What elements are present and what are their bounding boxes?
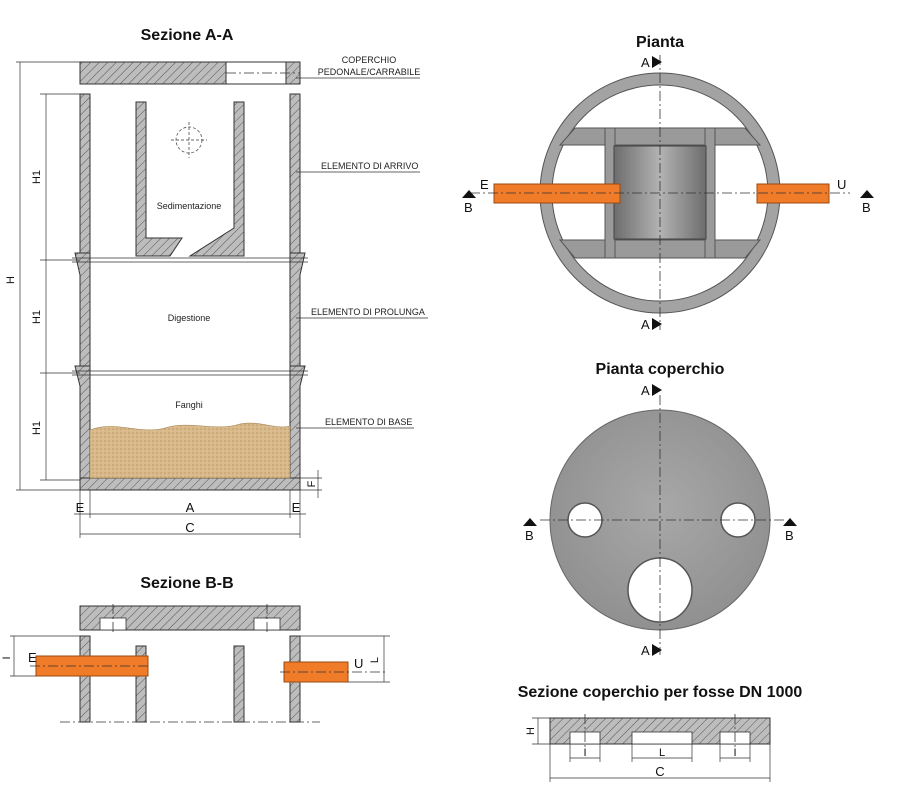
zone-digestion-label: Digestione: [168, 313, 211, 323]
cover-marker-a-top: A: [641, 383, 650, 398]
cover-marker-a-bottom: A: [641, 643, 650, 658]
callout-inlet: ELEMENTO DI ARRIVO: [321, 161, 418, 171]
bb-dim-l: L: [369, 657, 381, 663]
bb-cover-slab: [79, 604, 301, 632]
dim-h1-mid: H1: [31, 310, 43, 324]
cover-section: Sezione coperchio per fosse DN 1000 H I …: [518, 684, 803, 782]
cover-dim-i-right: I: [733, 747, 736, 759]
aa-cover-slab: [79, 61, 301, 85]
plan-inlet-pipe: [493, 183, 621, 204]
plan-marker-b-right: B: [862, 200, 871, 215]
cover-section-markers: A A B B: [523, 383, 797, 658]
cover-dim-l: L: [659, 747, 665, 759]
cover-section-title: Sezione coperchio per fosse DN 1000: [518, 684, 803, 701]
aa-bottom-dimensions: E A E C: [74, 490, 306, 538]
plan-section-markers: A A B B: [462, 55, 874, 332]
plan-title: Pianta: [636, 34, 684, 51]
dim-h1-top: H1: [31, 170, 43, 184]
plan: Pianta E U A A B B: [462, 34, 874, 332]
dim-f: F: [306, 480, 318, 487]
aa-sedimentation-funnel: [135, 101, 245, 257]
section-aa: Sezione A-A: [5, 27, 428, 538]
plan-cover: Pianta coperchio A A B B: [523, 361, 797, 658]
plan-pipes: E U: [470, 55, 850, 330]
plan-marker-b-left: B: [464, 200, 473, 215]
aa-walls: [72, 93, 308, 491]
dim-h: H: [5, 276, 17, 284]
plan-marker-a-top: A: [641, 55, 650, 70]
dim-e-left: E: [76, 500, 85, 515]
callout-extension: ELEMENTO DI PROLUNGA: [311, 307, 425, 317]
plan-marker-a-bottom: A: [641, 317, 650, 332]
section-bb: Sezione B-B E U I: [1, 575, 390, 723]
cover-dim-c: C: [655, 764, 664, 779]
cover-dim-h: H: [525, 727, 537, 735]
callout-cover-line1: COPERCHIO: [342, 55, 397, 65]
aa-sludge: [89, 422, 291, 479]
dim-a: A: [186, 500, 195, 515]
bb-pipes: E U: [28, 650, 385, 683]
bb-dimensions: I L: [1, 635, 390, 683]
plan-outlet-pipe: [756, 183, 830, 204]
bb-dim-i: I: [1, 656, 13, 659]
section-aa-title: Sezione A-A: [141, 27, 234, 44]
callout-cover-line2: PEDONALE/CARRABILE: [318, 67, 421, 77]
bb-label-u: U: [354, 656, 363, 671]
aa-left-dimensions: H H1 H1 H1: [5, 61, 80, 491]
zone-sedimentation-label: Sedimentazione: [157, 201, 222, 211]
aa-dim-f: F: [300, 470, 322, 498]
plan-label-e: E: [480, 177, 489, 192]
cover-section-dimensions: H I L I C: [525, 717, 771, 782]
plan-label-u: U: [837, 177, 846, 192]
cover-section-slab: [549, 714, 771, 748]
dim-h1-bottom: H1: [31, 421, 43, 435]
section-bb-title: Sezione B-B: [140, 575, 233, 592]
cover-dim-i-left: I: [583, 747, 586, 759]
callout-base: ELEMENTO DI BASE: [325, 417, 412, 427]
bb-label-e: E: [28, 650, 37, 665]
aa-callouts: COPERCHIO PEDONALE/CARRABILE ELEMENTO DI…: [296, 55, 428, 429]
plan-cover-title: Pianta coperchio: [596, 361, 725, 378]
zone-sludge-label: Fanghi: [175, 400, 203, 410]
cover-marker-b-left: B: [525, 528, 534, 543]
cover-marker-b-right: B: [785, 528, 794, 543]
dim-c: C: [185, 520, 194, 535]
dim-e-right: E: [292, 500, 301, 515]
bb-walls: [60, 635, 320, 723]
